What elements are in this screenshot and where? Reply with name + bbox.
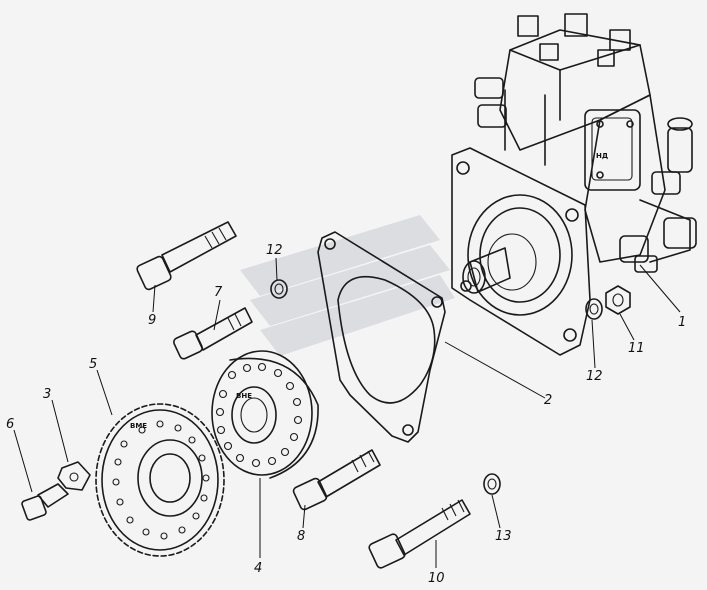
leader-lines — [13, 257, 681, 568]
gasket — [317, 231, 446, 443]
hub-text: ВНЕ — [236, 392, 252, 400]
gear-text: ВМЕ — [130, 422, 147, 430]
bolt-9 — [136, 221, 237, 291]
callout-6: 6 — [6, 417, 14, 432]
callout-labels: 1 2 3 4 5 6 7 8 9 10 11 12 12 13 — [6, 243, 686, 586]
spring-washer-13 — [483, 473, 501, 495]
bolt-8 — [292, 449, 381, 511]
callout-2: 2 — [544, 393, 552, 408]
drive-gear: ВМЕ — [95, 403, 225, 557]
watermark-logo — [240, 215, 455, 356]
callout-9: 9 — [148, 313, 156, 328]
callout-1: 1 — [678, 315, 686, 330]
spring-washer-12-upper — [270, 279, 288, 299]
hub-holes — [215, 362, 303, 468]
lock-washer-tab — [57, 461, 91, 491]
callout-12-lower: 12 — [586, 369, 603, 384]
delivery-fittings — [517, 13, 631, 67]
callout-5: 5 — [89, 357, 97, 372]
small-bolt — [21, 483, 69, 521]
bolt-7 — [172, 307, 253, 360]
callout-11: 11 — [628, 341, 645, 356]
nut-11 — [605, 285, 631, 315]
callout-8: 8 — [297, 529, 305, 544]
drive-hub: ВНЕ — [211, 350, 319, 479]
callout-4: 4 — [254, 561, 262, 576]
callout-7: 7 — [214, 285, 223, 300]
bolt-10 — [368, 499, 471, 569]
callout-12-upper: 12 — [266, 243, 283, 258]
gear-holes — [112, 420, 210, 540]
pump-plate-text: НД — [596, 152, 608, 160]
spring-washer-12-lower — [585, 298, 603, 320]
callout-10: 10 — [428, 571, 445, 586]
callout-13: 13 — [495, 529, 512, 544]
fuel-pump-assembly: НД — [451, 13, 697, 356]
callout-3: 3 — [43, 387, 51, 402]
